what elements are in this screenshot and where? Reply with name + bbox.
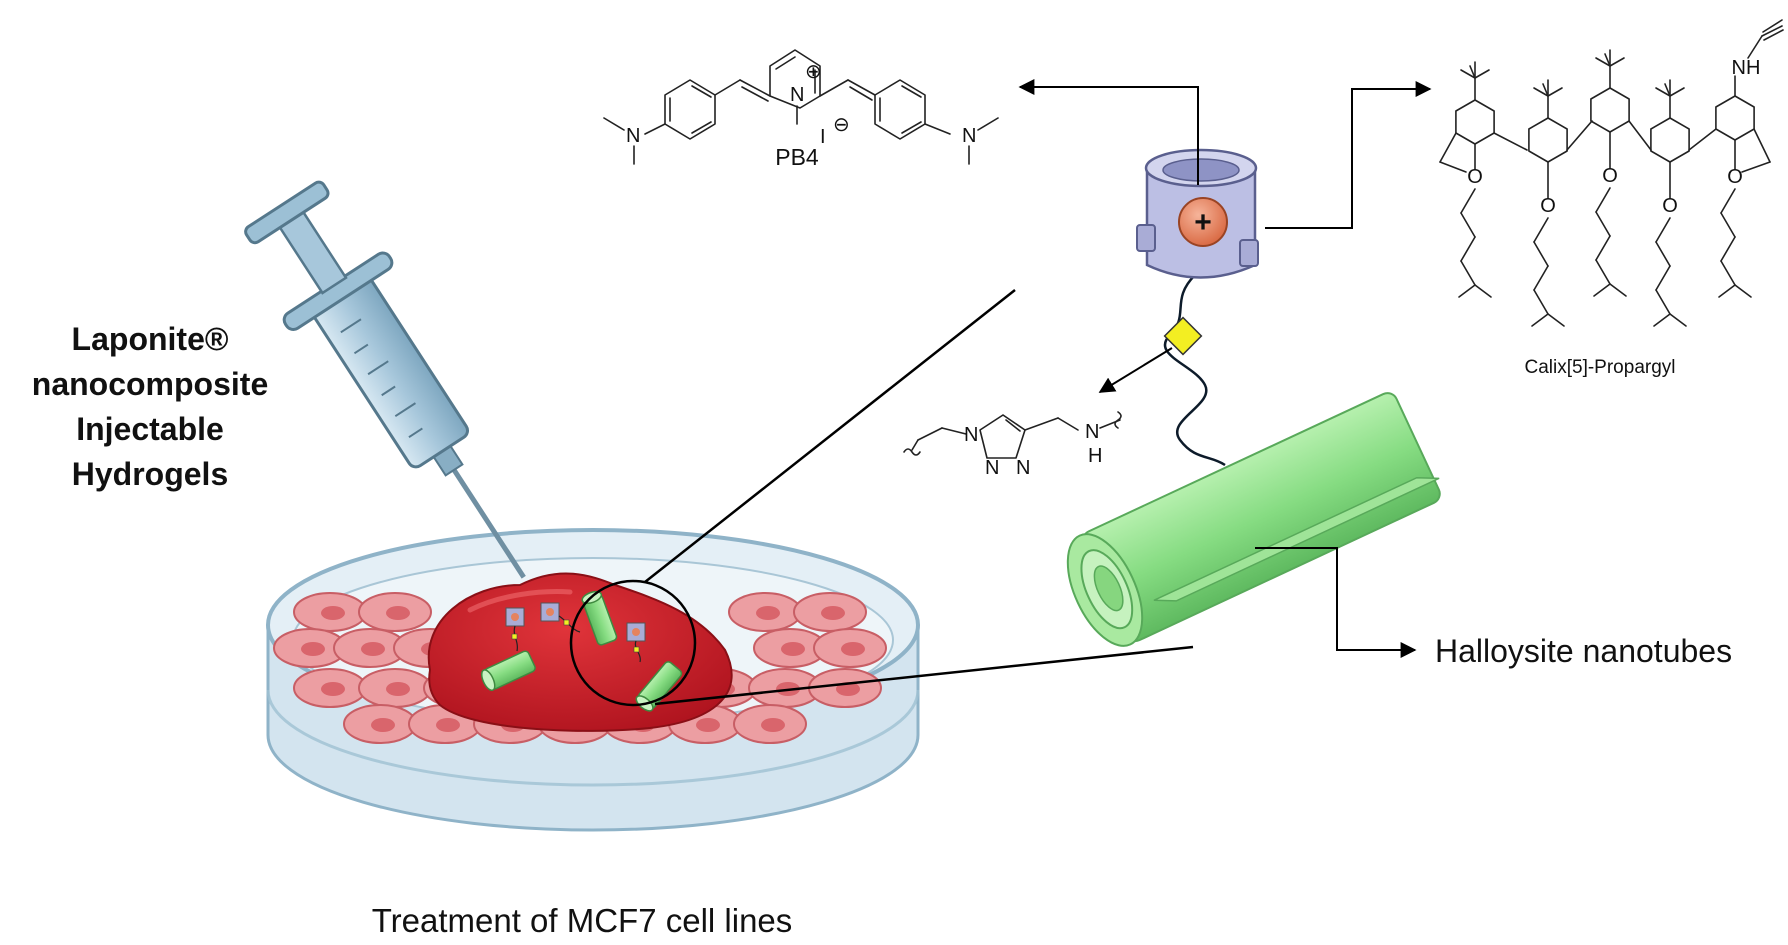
cell (753, 628, 827, 668)
pb4-structure: N N ⊕ N I ⊖ PB4 (603, 49, 999, 170)
mini-host-guest-1 (505, 607, 525, 652)
title-line-1: Laponite® (72, 321, 229, 357)
title-block: Laponite® nanocomposite Injectable Hydro… (32, 321, 268, 492)
syringe-graduations (340, 318, 423, 439)
calix-oxygen: O (1602, 165, 1618, 187)
calix-phenol-ring (1528, 117, 1568, 163)
calix-phenol-ring (1650, 117, 1690, 163)
dish-front-lip (266, 689, 920, 787)
host-tab-right (1239, 239, 1259, 267)
title-line-3: Injectable (76, 411, 224, 447)
pointer-nanotube-to-label (1255, 547, 1417, 658)
nanotube-sheet-edge (1153, 476, 1440, 602)
caption: Treatment of MCF7 cell lines (372, 902, 793, 939)
calix-oxygen: O (1467, 166, 1483, 188)
label-halloysite: Halloysite nanotubes (1435, 633, 1732, 669)
triazole-nh-n: N (1085, 421, 1099, 443)
pointer-guest-to-pb4 (1018, 79, 1199, 185)
cell (733, 704, 807, 744)
pb4-iodide-charge: ⊖ (833, 114, 850, 136)
host-tab-left (1136, 224, 1156, 252)
syringe (244, 180, 526, 579)
triazole-n1: N (964, 424, 978, 446)
pb4-pyridinium-n: N (790, 84, 804, 106)
calix-phenol-ring (1715, 95, 1755, 141)
cell (343, 704, 417, 744)
hydrogel (427, 572, 733, 732)
calix-structure: O O O O O NH (1439, 19, 1784, 327)
triazole-n3: N (1016, 457, 1030, 479)
zoom-circle (569, 579, 697, 707)
triazole-n2: N (985, 457, 999, 479)
guest-cation (1178, 197, 1228, 247)
calix-phenol-ring (1590, 87, 1630, 133)
cell (808, 668, 882, 708)
calixarene-host: + (1136, 148, 1259, 279)
pb4-amine-n-left: N (626, 125, 640, 147)
zoom-line-lower (654, 645, 1194, 706)
hydrogel-highlight (467, 589, 573, 613)
title-line-2: nanocomposite (32, 366, 268, 402)
calix-nh: NH (1732, 57, 1761, 79)
mini-host-guest-2 (540, 602, 581, 633)
cell (793, 592, 867, 632)
pb4-iodide: I (820, 126, 826, 148)
triazole-nh-h: H (1088, 445, 1102, 467)
pb4-plus-charge: ⊕ (805, 61, 822, 83)
label-pb4: PB4 (775, 144, 819, 170)
syringe-needle (450, 466, 526, 579)
host-cup-cavity (1162, 158, 1240, 182)
mini-nanotube-1 (481, 650, 536, 692)
calix-oxygen: O (1540, 195, 1556, 217)
calix-oxygen: O (1662, 195, 1678, 217)
triazole-structure: N N N N H (903, 411, 1122, 479)
pointer-linker-to-triazole (1098, 347, 1173, 393)
cell (293, 668, 367, 708)
title-line-4: Hydrogels (72, 456, 228, 492)
halloysite-nanotube (1066, 392, 1441, 647)
label-calix: Calix[5]-Propargyl (1525, 357, 1676, 378)
cell (293, 592, 367, 632)
calix-oxygen: O (1727, 166, 1743, 188)
cell (728, 592, 802, 632)
cell (358, 592, 432, 632)
pointer-host-to-calix (1265, 81, 1432, 229)
nanotube-end-inner (1093, 565, 1124, 612)
triazole-linker-square (1163, 316, 1203, 356)
mini-host-guest-3 (626, 622, 646, 663)
cell (813, 628, 887, 668)
cell (333, 628, 407, 668)
syringe-plunger-cap (244, 180, 330, 245)
cell (358, 668, 432, 708)
calix-phenol-ring (1455, 99, 1495, 145)
zoom-line-upper (644, 289, 1016, 583)
cation-plus-symbol: + (1194, 206, 1212, 239)
tether-line (1163, 274, 1226, 467)
pb4-amine-n-right: N (962, 125, 976, 147)
